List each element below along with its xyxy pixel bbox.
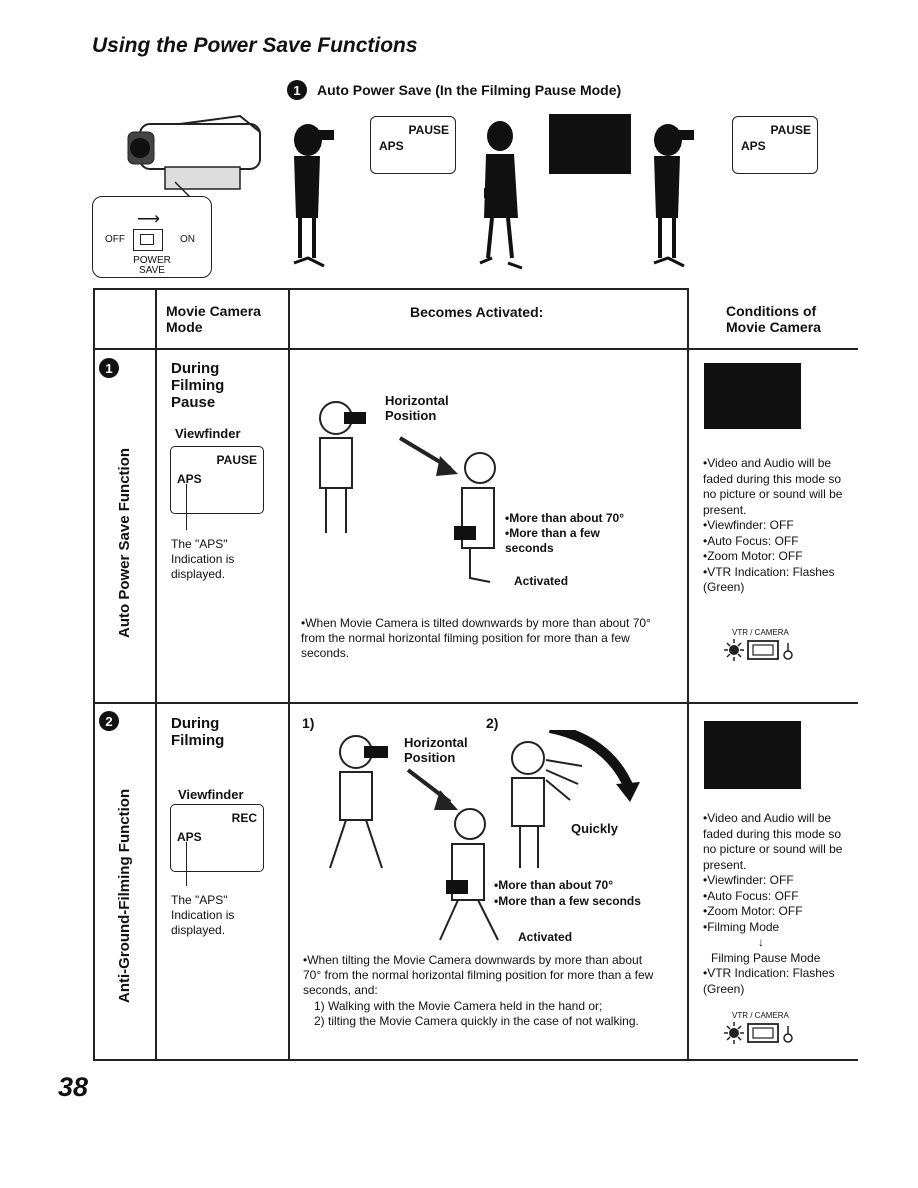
table-border-top	[93, 288, 688, 290]
table-header-rule	[93, 348, 858, 350]
header-mode: Movie Camera Mode	[166, 303, 261, 335]
row1-viewfinder-label: Viewfinder	[175, 426, 241, 441]
row2-viewfinder-display: REC APS	[170, 804, 264, 872]
row2-conditions: •Video and Audio will be faded during th…	[703, 811, 843, 996]
row2-mode: During Filming	[171, 715, 225, 749]
table-row-rule	[93, 702, 858, 704]
power-save-label: POWER SAVE	[133, 255, 171, 276]
person-filming-figure-2	[653, 124, 694, 268]
row2-side-label: Anti-Ground-Filming Function	[116, 788, 133, 1003]
row1-viewfinder-display: PAUSE APS	[170, 446, 264, 514]
row2-horizontal-position: Horizontal Position	[404, 735, 468, 765]
table-border-bottom	[93, 1059, 858, 1061]
table-divider-3	[687, 288, 689, 1060]
row1-tilt-diagram	[319, 401, 496, 583]
row2-description: •When tilting the Movie Camera downwards…	[303, 953, 654, 997]
on-label: ON	[180, 234, 195, 245]
table-border-left	[93, 288, 95, 1060]
row2-note: The "APS" Indication is displayed.	[171, 893, 235, 937]
table-divider-2	[288, 288, 290, 1060]
table-divider-1	[155, 288, 157, 1060]
row2-activated: Activated	[518, 930, 573, 944]
header-activated: Becomes Activated:	[410, 304, 544, 320]
row2-tilt-diagram	[329, 730, 640, 941]
row1-horizontal-position: Horizontal Position	[385, 393, 449, 423]
power-save-switch	[133, 229, 163, 251]
row2-step1: 1)	[302, 715, 315, 731]
row1-bullet-angle: •More than about 70°	[505, 511, 625, 525]
row2-vtr-label: VTR / CAMERA	[732, 1011, 789, 1020]
person-tilted-figure	[479, 121, 523, 270]
row2-bullet-angle: •More than about 70°	[494, 878, 614, 892]
row1-vtr-lamp-icon	[724, 639, 793, 661]
row2-black-screen	[704, 721, 801, 789]
row2-description-item2: 2) tilting the Movie Camera quickly in t…	[314, 1014, 639, 1028]
row1-number: 1	[99, 358, 119, 378]
row1-description: •When Movie Camera is tilted downwards b…	[301, 616, 651, 660]
row2-pointer-line	[186, 842, 187, 886]
row1-mode: During Filming Pause	[171, 360, 225, 411]
row2-vtr-lamp-icon	[724, 1022, 793, 1044]
row1-note: The "APS" Indication is displayed.	[171, 537, 235, 581]
row2-bullet-seconds: •More than a few seconds	[494, 894, 641, 908]
row1-pointer-line	[186, 484, 187, 530]
row2-description-item1: 1) Walking with the Movie Camera held in…	[314, 999, 603, 1013]
row2-step2: 2)	[486, 715, 499, 731]
section-heading: 1 Auto Power Save (In the Filming Pause …	[287, 80, 621, 100]
black-screen	[549, 114, 631, 174]
header-conditions: Conditions of Movie Camera	[726, 303, 821, 335]
viewfinder-bubble-pause-2: PAUSE APS	[732, 116, 818, 174]
row2-number: 2	[99, 711, 119, 731]
section-heading-text: Auto Power Save (In the Filming Pause Mo…	[317, 82, 622, 98]
camcorder-illustration	[127, 114, 261, 198]
row2-viewfinder-label: Viewfinder	[178, 787, 244, 802]
page-number: 38	[58, 1072, 89, 1102]
row1-black-screen	[704, 363, 801, 429]
power-save-switch-callout: ⟶ OFF ON POWER SAVE	[92, 196, 212, 278]
arrow-right-icon: ⟶	[137, 211, 160, 228]
row1-conditions: •Video and Audio will be faded during th…	[703, 456, 843, 594]
row1-side-label: Auto Power Save Function	[116, 447, 133, 638]
person-filming-figure-1	[293, 124, 334, 268]
row1-bullet-seconds: •More than a few seconds	[505, 526, 600, 555]
row2-quickly: Quickly	[571, 821, 618, 836]
off-label: OFF	[105, 234, 125, 245]
row1-vtr-label: VTR / CAMERA	[732, 628, 789, 637]
page-title: Using the Power Save Functions	[92, 34, 418, 57]
viewfinder-bubble-pause: PAUSE APS	[370, 116, 456, 174]
section-number: 1	[287, 80, 307, 100]
row1-activated: Activated	[514, 574, 569, 588]
